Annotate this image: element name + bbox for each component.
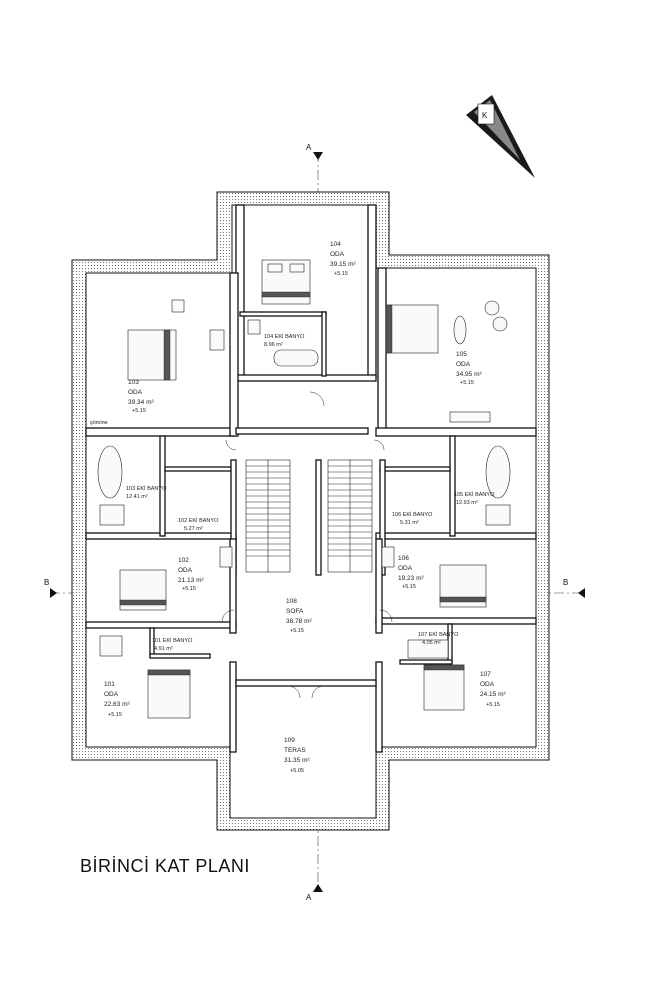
room-label-105-bath: 105 EKİ BANYO 12.93 m² bbox=[454, 491, 495, 506]
axis-a-bottom-label: A bbox=[306, 893, 312, 902]
svg-text:ODA: ODA bbox=[178, 567, 193, 574]
svg-text:+5.05: +5.05 bbox=[290, 768, 304, 774]
staircase-right bbox=[327, 459, 373, 573]
room-label-104-bath: 104 EKİ BANYO 8.96 m² bbox=[264, 333, 305, 348]
svg-text:103: 103 bbox=[128, 379, 139, 386]
room-label-108: 108 SOFA 38.78 m² +5.15 bbox=[286, 598, 312, 634]
interior-walls bbox=[85, 204, 537, 753]
svg-text:+5.15: +5.15 bbox=[108, 712, 122, 718]
svg-text:+5.15: +5.15 bbox=[334, 271, 348, 277]
svg-text:103 EKİ BANYO: 103 EKİ BANYO bbox=[126, 485, 167, 492]
bed-room-102 bbox=[119, 546, 233, 611]
svg-text:ODA: ODA bbox=[456, 361, 471, 368]
room-label-105: 105 ODA 34.95 m² +5.15 bbox=[456, 351, 482, 386]
svg-text:101 EKİ BANYO: 101 EKİ BANYO bbox=[152, 637, 193, 644]
svg-text:106 EKİ BANYO: 106 EKİ BANYO bbox=[392, 511, 433, 518]
bed-room-105 bbox=[385, 300, 508, 423]
svg-text:24.15 m²: 24.15 m² bbox=[480, 691, 506, 698]
svg-text:ODA: ODA bbox=[330, 251, 345, 258]
chimney-label: şömine bbox=[90, 420, 108, 426]
svg-text:109: 109 bbox=[284, 737, 295, 744]
room-label-102-bath: 102 EKİ BANYO 5.27 m² bbox=[178, 517, 219, 532]
svg-text:ODA: ODA bbox=[104, 691, 119, 698]
doors bbox=[221, 391, 393, 699]
svg-text:105 EKİ BANYO: 105 EKİ BANYO bbox=[454, 491, 495, 498]
svg-text:31.35 m²: 31.35 m² bbox=[284, 757, 310, 764]
exterior-walls bbox=[71, 191, 550, 831]
svg-text:101: 101 bbox=[104, 681, 115, 688]
bed-room-106 bbox=[381, 546, 487, 608]
svg-text:21.13 m²: 21.13 m² bbox=[178, 577, 204, 584]
svg-text:TERAS: TERAS bbox=[284, 747, 306, 754]
room-label-106-bath: 106 EKİ BANYO 5.31 m² bbox=[392, 511, 433, 526]
svg-text:106: 106 bbox=[398, 555, 409, 562]
svg-text:39.15 m²: 39.15 m² bbox=[330, 261, 356, 268]
svg-text:102 EKİ BANYO: 102 EKİ BANYO bbox=[178, 517, 219, 524]
svg-text:4.05 m²: 4.05 m² bbox=[422, 640, 441, 646]
svg-text:102: 102 bbox=[178, 557, 189, 564]
bathtub-105 bbox=[485, 445, 511, 526]
svg-text:38.78 m²: 38.78 m² bbox=[286, 618, 312, 625]
svg-text:ODA: ODA bbox=[398, 565, 413, 572]
svg-text:ODA: ODA bbox=[480, 681, 495, 688]
plan-title: BİRİNCİ KAT PLANI bbox=[80, 856, 250, 876]
room-label-107: 107 ODA 24.15 m² +5.15 bbox=[480, 671, 506, 708]
room-label-103: 103 ODA 39.34 m² +5.15 şömine bbox=[90, 379, 154, 426]
north-label: K bbox=[482, 111, 488, 120]
room-label-103-bath: 103 EKİ BANYO 12.41 m² bbox=[126, 485, 167, 500]
svg-text:19.23 m²: 19.23 m² bbox=[398, 575, 424, 582]
svg-text:+5.15: +5.15 bbox=[132, 408, 146, 414]
bed-room-104 bbox=[261, 259, 311, 305]
svg-text:39.34 m²: 39.34 m² bbox=[128, 399, 154, 406]
svg-text:8.96 m²: 8.96 m² bbox=[264, 342, 283, 348]
svg-text:+5.15: +5.15 bbox=[182, 586, 196, 592]
bathtub-104 bbox=[247, 319, 319, 367]
axis-b-right-label: B bbox=[563, 578, 568, 587]
svg-text:105: 105 bbox=[456, 351, 467, 358]
room-label-104: 104 ODA 39.15 m² +5.15 bbox=[330, 241, 356, 277]
svg-text:104: 104 bbox=[330, 241, 341, 248]
svg-text:+5.15: +5.15 bbox=[402, 584, 416, 590]
bed-room-107 bbox=[407, 639, 465, 711]
room-label-101: 101 ODA 22.63 m² +5.15 bbox=[104, 681, 130, 718]
room-label-101-bath: 101 EKİ BANYO 4.91 m² bbox=[152, 637, 193, 652]
svg-text:12.41 m²: 12.41 m² bbox=[126, 494, 148, 500]
svg-text:107: 107 bbox=[480, 671, 491, 678]
svg-text:22.63 m²: 22.63 m² bbox=[104, 701, 130, 708]
room-label-106: 106 ODA 19.23 m² +5.15 bbox=[398, 555, 424, 590]
axis-b-left-label: B bbox=[44, 578, 49, 587]
svg-text:SOFA: SOFA bbox=[286, 608, 304, 615]
bathtub-103 bbox=[97, 445, 125, 526]
room-label-107-bath: 107 EKİ BANYO 4.05 m² bbox=[418, 631, 459, 646]
room-label-102: 102 ODA 21.13 m² +5.15 bbox=[178, 557, 204, 592]
room-label-109: 109 TERAS 31.35 m² +5.05 bbox=[284, 737, 310, 774]
svg-text:12.93 m²: 12.93 m² bbox=[456, 500, 478, 506]
svg-text:104 EKİ BANYO: 104 EKİ BANYO bbox=[264, 333, 305, 340]
svg-text:4.91 m²: 4.91 m² bbox=[154, 646, 173, 652]
bed-room-103 bbox=[127, 299, 225, 381]
north-arrow-icon: K bbox=[466, 95, 535, 178]
svg-text:107 EKİ BANYO: 107 EKİ BANYO bbox=[418, 631, 459, 638]
svg-text:5.31 m²: 5.31 m² bbox=[400, 520, 419, 526]
staircase-left bbox=[245, 459, 291, 573]
bed-room-101 bbox=[99, 635, 191, 719]
svg-text:34.95 m²: 34.95 m² bbox=[456, 371, 482, 378]
svg-text:+5.15: +5.15 bbox=[486, 702, 500, 708]
svg-text:108: 108 bbox=[286, 598, 297, 605]
svg-text:5.27 m²: 5.27 m² bbox=[184, 526, 203, 532]
axis-a-top-label: A bbox=[306, 143, 312, 152]
svg-text:ODA: ODA bbox=[128, 389, 143, 396]
svg-text:+5.15: +5.15 bbox=[460, 380, 474, 386]
svg-text:+5.15: +5.15 bbox=[290, 628, 304, 634]
